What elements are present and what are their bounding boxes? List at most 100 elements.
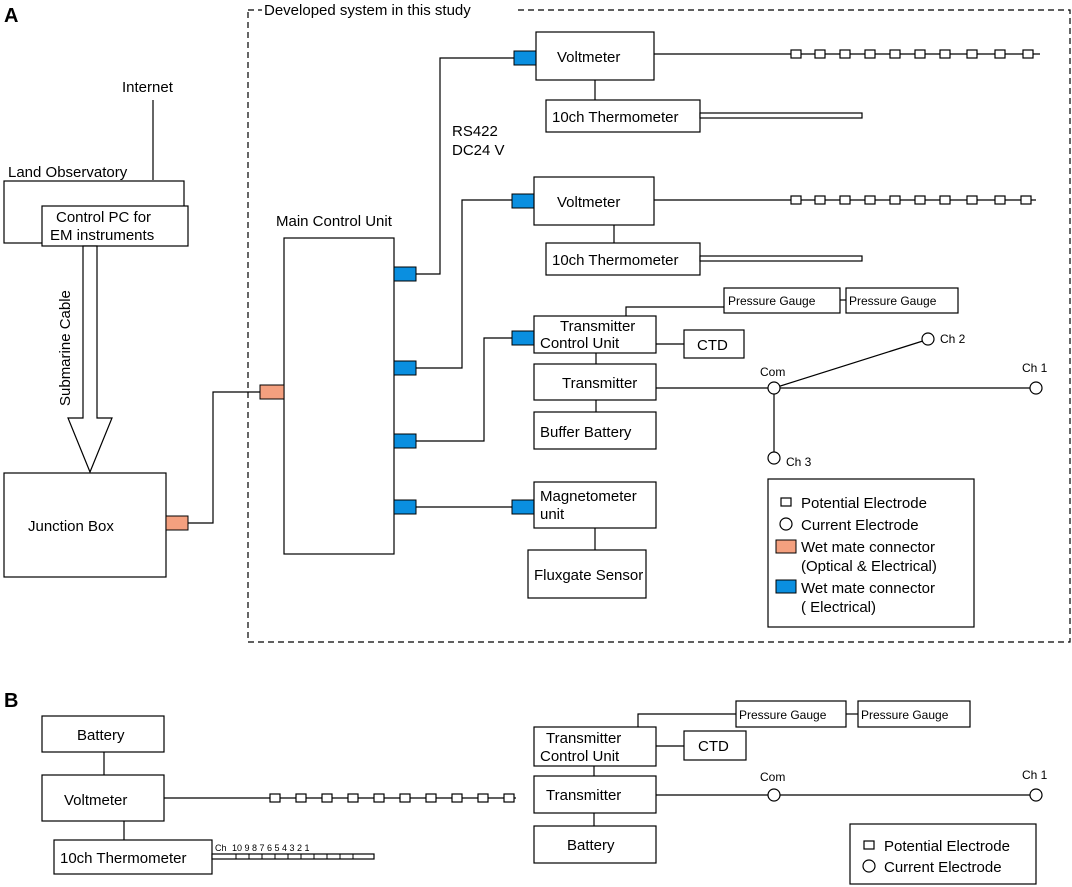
- com-label-a: Com: [760, 365, 785, 379]
- ch3-label: Ch 3: [786, 455, 812, 469]
- land-observatory-label: Land Observatory: [8, 164, 128, 181]
- thermometer-1-label: 10ch Thermometer: [552, 109, 678, 126]
- tcu-b-to-pressure-gauge: [637, 713, 736, 727]
- legend-b-current-symbol: [862, 859, 876, 873]
- legend-a: [767, 478, 975, 628]
- thermometer-b-ch-numbers: 10 9 8 7 6 5 4 3 2 1: [232, 843, 310, 853]
- ch1-electrode-b: [1029, 788, 1043, 802]
- buffer-battery-box: [533, 411, 657, 450]
- com-electrode-a: [767, 381, 781, 395]
- legend-b-potential-symbol: [863, 840, 875, 850]
- panel-a-label: A: [4, 5, 18, 27]
- main-control-unit-box: [283, 237, 395, 555]
- transmitter-a-label: Transmitter: [562, 375, 637, 392]
- cable-voltmeter-1: [416, 57, 514, 275]
- ch2-label: Ch 2: [940, 332, 966, 346]
- voltmeter-1-connector: [513, 50, 537, 66]
- fluxgate-box: [527, 549, 647, 599]
- legend-a-electrical-line1: Wet mate connector: [801, 580, 935, 597]
- study-boundary: [247, 9, 1071, 643]
- pressure-gauge-a1-label: Pressure Gauge: [728, 294, 816, 308]
- thermometer-2-label: 10ch Thermometer: [552, 252, 678, 269]
- battery-b2-box: [533, 825, 657, 864]
- voltmeter-b-electrodes: [269, 793, 515, 803]
- ch1-label-b: Ch 1: [1022, 768, 1048, 782]
- ch1-electrode-a: [1029, 381, 1043, 395]
- transmitter-control-line2: Control Unit: [540, 335, 620, 352]
- pressure-gauge-b2-box: [857, 700, 971, 728]
- tcu-to-pressure-gauge: [625, 306, 724, 316]
- com-ch2-line: [773, 339, 927, 389]
- legend-a-current-symbol: [779, 517, 793, 531]
- study-label: Developed system in this study: [264, 2, 471, 19]
- main-control-unit-label: Main Control Unit: [276, 213, 393, 230]
- magnetometer-line2: unit: [540, 506, 565, 523]
- buffer-battery-label: Buffer Battery: [540, 424, 632, 441]
- internet-label: Internet: [122, 79, 174, 96]
- voltmeter-2-label: Voltmeter: [557, 194, 620, 211]
- panel-b-label: B: [4, 690, 18, 712]
- transmitter-control-line1: Transmitter: [560, 318, 635, 335]
- ctd-b-box: [683, 730, 747, 761]
- transmitter-control-b-line1: Transmitter: [546, 730, 621, 747]
- magnetometer-connector: [511, 499, 535, 515]
- pressure-gauge-a1-box: [723, 287, 841, 314]
- mcu-connector-2: [393, 360, 417, 376]
- mcu-optical-connector: [259, 384, 285, 400]
- mcu-connector-4: [393, 499, 417, 515]
- submarine-cable-label: Submarine Cable: [57, 290, 74, 406]
- legend-b: [849, 823, 1037, 885]
- cable-transmitter-control: [416, 337, 512, 442]
- transmitter-a-box: [533, 363, 657, 401]
- ch1-label-a: Ch 1: [1022, 361, 1048, 375]
- thermometer-2-cable: [699, 255, 863, 262]
- magnetometer-line1: Magnetometer: [540, 488, 637, 505]
- thermometer-2-box: [545, 242, 701, 276]
- pressure-gauge-a2-box: [845, 287, 959, 314]
- dc24-label: DC24 V: [452, 142, 505, 159]
- ch3-electrode: [767, 451, 781, 465]
- control-pc-line2: EM instruments: [50, 227, 154, 244]
- junction-to-mcu-cable: [188, 391, 260, 524]
- pressure-gauge-b2-label: Pressure Gauge: [861, 708, 949, 722]
- legend-a-optical-line1: Wet mate connector: [801, 539, 935, 556]
- control-pc-box: [41, 205, 189, 247]
- legend-a-electrical-line2: ( Electrical): [801, 599, 876, 616]
- legend-a-optical-symbol: [775, 539, 797, 554]
- fluxgate-label: Fluxgate Sensor: [534, 567, 643, 584]
- transmitter-control-connector: [511, 330, 535, 346]
- junction-box: [3, 472, 167, 578]
- voltmeter-b-label: Voltmeter: [64, 792, 127, 809]
- pressure-gauge-a2-label: Pressure Gauge: [849, 294, 937, 308]
- transmitter-b-label: Transmitter: [546, 787, 621, 804]
- battery-b1-box: [41, 715, 165, 753]
- ctd-b-label: CTD: [698, 738, 729, 755]
- com-electrode-b: [767, 788, 781, 802]
- pressure-gauge-b1-label: Pressure Gauge: [739, 708, 827, 722]
- control-pc-line1: Control PC for: [56, 209, 151, 226]
- transmitter-control-b-box: [533, 726, 657, 767]
- legend-a-electrical-symbol: [775, 579, 797, 594]
- voltmeter-1-label: Voltmeter: [557, 49, 620, 66]
- legend-a-optical-line2: (Optical & Electrical): [801, 558, 937, 575]
- legend-b-current-label: Current Electrode: [884, 859, 1002, 876]
- legend-a-current-label: Current Electrode: [801, 517, 919, 534]
- thermometer-1-box: [545, 99, 701, 133]
- mcu-connector-3: [393, 433, 417, 449]
- submarine-cable-arrow: [67, 245, 113, 474]
- ctd-a-box: [683, 329, 745, 359]
- thermometer-b-box: [53, 839, 213, 875]
- battery-b2-label: Battery: [567, 837, 615, 854]
- thermometer-1-cable: [699, 112, 863, 119]
- thermometer-b-cable: [211, 853, 375, 860]
- thermometer-b-ch-label: Ch: [215, 843, 227, 853]
- com-label-b: Com: [760, 770, 785, 784]
- transmitter-control-box: [533, 315, 657, 354]
- junction-box-label: Junction Box: [28, 518, 114, 535]
- voltmeter-2-box: [533, 176, 655, 226]
- battery-b1-label: Battery: [77, 727, 125, 744]
- transmitter-control-b-line2: Control Unit: [540, 748, 620, 765]
- rs422-label: RS422: [452, 123, 498, 140]
- voltmeter-2-connector: [511, 193, 535, 209]
